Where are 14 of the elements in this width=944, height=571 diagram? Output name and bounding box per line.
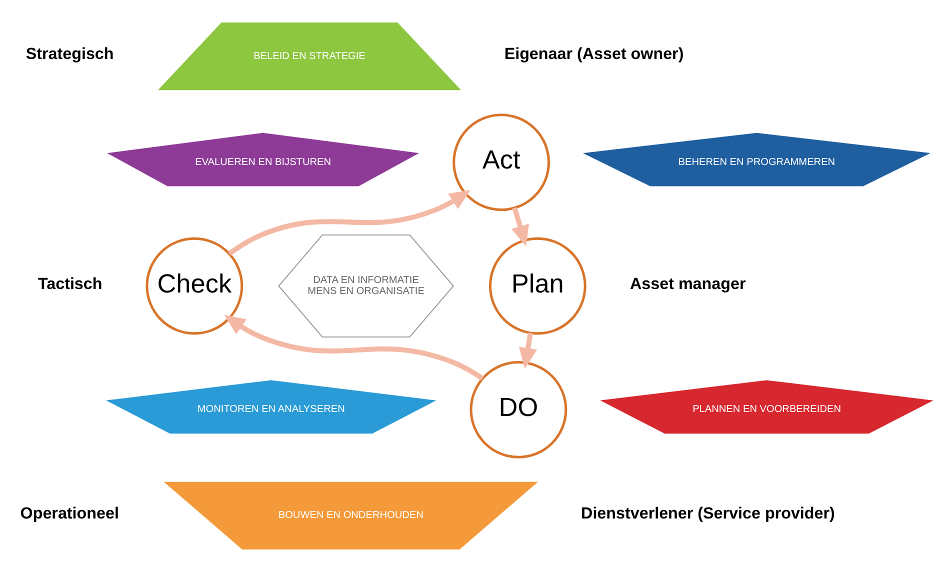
label: Eigenaar (Asset owner) (504, 44, 684, 63)
node-circle: DO (470, 360, 568, 458)
label: Strategisch (26, 44, 114, 63)
label: Dienstverlener (Service provider) (581, 504, 835, 522)
label: Asset manager (630, 274, 746, 292)
node-circle: Act (452, 113, 550, 211)
arrow (228, 189, 471, 256)
arrow (518, 332, 538, 368)
label: Tactisch (38, 274, 102, 292)
label: Operationeel (20, 504, 119, 522)
arrow (511, 206, 529, 246)
node-circle: Plan (488, 236, 586, 334)
arrow (224, 314, 484, 380)
node-circle: Check (146, 236, 244, 334)
